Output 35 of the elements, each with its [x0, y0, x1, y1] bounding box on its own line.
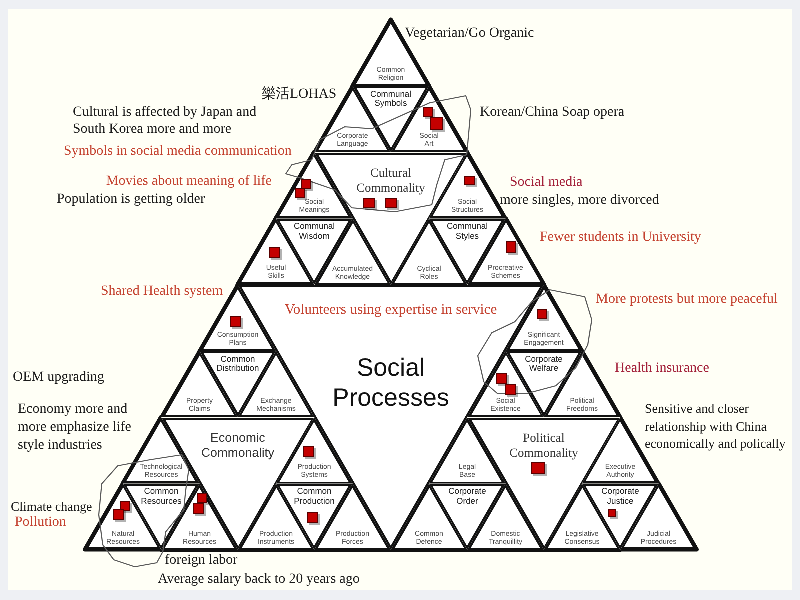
annotation-text: Pollution: [15, 515, 66, 531]
annotation-text: Korean/China Soap opera: [480, 104, 625, 121]
annotation-text: Cultural is affected by Japan and South Korea more and more: [73, 104, 258, 138]
section-title: Cultural Commonality: [356, 166, 426, 196]
section-label: Corporate Order: [448, 487, 486, 506]
section-label: Communal Styles: [446, 222, 488, 242]
annotation-text: OEM upgrading: [13, 369, 104, 386]
annotation-text: Vegetarian/Go Organic: [405, 25, 534, 42]
section-label: Communal Wisdom: [294, 222, 336, 242]
annotation-text: Climate change: [11, 499, 92, 515]
annotation-text: More protests but more peaceful: [596, 291, 778, 308]
annotation-text: Movies about meaning of life: [106, 173, 272, 190]
annotation-text: Average salary back to 20 years ago: [158, 571, 360, 588]
annotation-text: Symbols in social media communication: [64, 143, 292, 160]
annotation-text: Economy more and more emphasize life style industries: [18, 401, 133, 455]
annotation-text: Sensitive and closer relationship with China economically and polically: [645, 400, 787, 452]
annotation-text: Fewer students in University: [540, 229, 702, 246]
annotation-text: 樂活LOHAS: [262, 86, 337, 103]
section-label: Common Resources: [141, 487, 182, 506]
section-title: Political Commonality: [510, 430, 578, 460]
section-label: Corporate Welfare: [525, 354, 563, 374]
section-label: Communal Symbols: [370, 90, 412, 109]
annotation-text: Social media: [510, 174, 583, 191]
section-label: Common Production: [294, 487, 335, 506]
section-label: Corporate Justice: [602, 487, 640, 506]
section-title: Economic Commonality: [202, 430, 274, 460]
annotation-text: Population is getting older: [57, 191, 206, 208]
annotation-text: more singles, more divorced: [500, 192, 660, 209]
annotation-text: Shared Health system: [101, 283, 224, 300]
center-title: Social Processes: [332, 353, 450, 413]
triangle-section: [429, 418, 506, 484]
annotation-text: Volunteers using expertise in service: [284, 302, 498, 319]
annotation-text: Health insurance: [615, 360, 710, 377]
annotation-text: foreign labor: [165, 552, 238, 569]
section-label: Common Distribution: [216, 354, 260, 374]
